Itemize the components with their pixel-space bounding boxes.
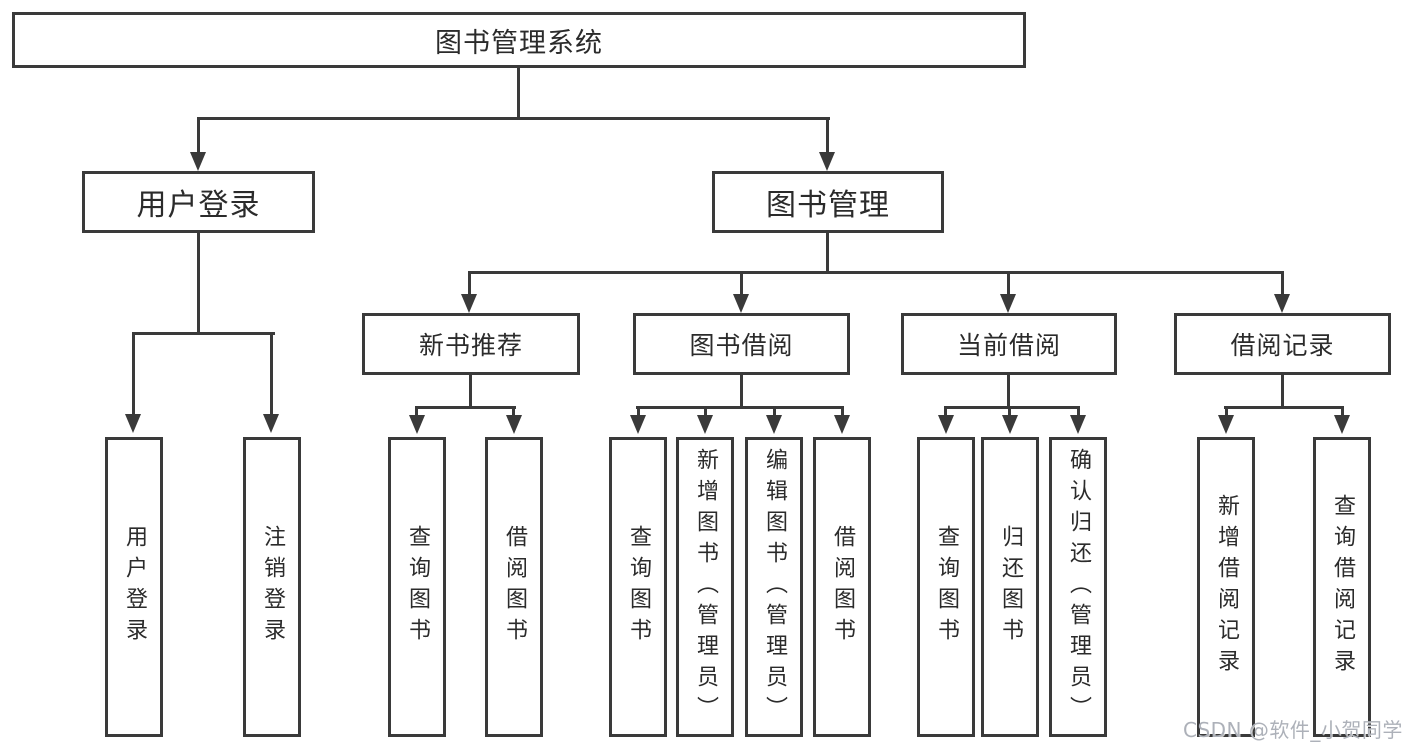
arrowhead-leaf-query-record-icon: [1334, 415, 1350, 434]
leaf-query-books-new-label: 查询图书: [405, 525, 430, 649]
leaf-logout: 注销登录: [243, 437, 301, 737]
edge-to-leaf-confirm-return: [1077, 406, 1080, 417]
leaf-return-book: 归还图书: [981, 437, 1039, 737]
arrowhead-leaf-borrow-books-1-icon: [506, 415, 522, 434]
arrowhead-leaf-query-books-2-icon: [630, 415, 646, 434]
edge-to-user-login: [197, 117, 200, 155]
arrowhead-book-borrow-icon: [733, 294, 749, 313]
edge-to-leaf-query-record: [1341, 406, 1344, 417]
leaf-add-book-admin-label: 新增图书（管理员）: [693, 447, 718, 727]
leaf-borrow-books-borrow-label: 借阅图书: [830, 525, 855, 649]
arrowhead-leaf-user-login-icon: [125, 414, 141, 433]
csdn-watermark: CSDN @软件_小贺同学: [1183, 718, 1403, 742]
leaf-borrow-books-new-label: 借阅图书: [502, 525, 527, 649]
edge-to-leaf-query-books-2: [637, 406, 640, 417]
leaf-logout-label: 注销登录: [260, 525, 285, 649]
leaf-add-borrow-record: 新增借阅记录: [1197, 437, 1255, 737]
arrowhead-book-mgmt-icon: [819, 152, 835, 171]
leaf-borrow-books-borrow: 借阅图书: [813, 437, 871, 737]
leaf-query-books-borrow-label: 查询图书: [626, 525, 651, 649]
edge-to-leaf-edit-book: [773, 406, 776, 417]
edge-user-login-split: [132, 332, 275, 335]
arrowhead-user-login-icon: [190, 152, 206, 171]
edge-to-leaf-borrow-books-1: [512, 406, 515, 417]
edge-to-new-books: [468, 271, 471, 297]
node-library-management-system: 图书管理系统: [12, 12, 1026, 68]
edge-borrow-records-split: [1224, 406, 1344, 409]
leaf-confirm-return-admin-label: 确认归还（管理员）: [1066, 447, 1091, 727]
edge-root-trunk: [517, 68, 520, 120]
leaf-borrow-books-new: 借阅图书: [485, 437, 543, 737]
edge-to-leaf-query-books-3: [944, 406, 947, 417]
edge-book-mgmt-split: [468, 271, 1284, 274]
edge-root-split: [197, 117, 830, 120]
edge-user-login-stub: [197, 233, 200, 335]
edge-book-mgmt-stub: [826, 233, 829, 273]
node-book-borrowing: 图书借阅: [633, 313, 850, 375]
edge-to-current-borrow: [1007, 271, 1010, 297]
node-borrowing-records: 借阅记录: [1174, 313, 1391, 375]
edge-to-book-mgmt: [826, 117, 829, 155]
edge-current-borrow-stub: [1007, 375, 1010, 408]
leaf-add-borrow-record-label: 新增借阅记录: [1214, 494, 1239, 680]
arrowhead-current-borrow-icon: [1000, 294, 1016, 313]
edge-to-leaf-return-book: [1008, 406, 1011, 417]
leaf-edit-book-admin: 编辑图书（管理员）: [745, 437, 803, 737]
edge-to-leaf-add-record: [1225, 406, 1228, 417]
arrowhead-borrow-records-icon: [1274, 294, 1290, 313]
leaf-query-books-current: 查询图书: [917, 437, 975, 737]
arrowhead-leaf-confirm-return-icon: [1070, 415, 1086, 434]
edge-current-borrow-split: [944, 406, 1080, 409]
edge-new-books-stub: [469, 375, 472, 408]
edge-borrow-records-stub: [1281, 375, 1284, 408]
node-current-borrowing: 当前借阅: [901, 313, 1117, 375]
leaf-confirm-return-admin: 确认归还（管理员）: [1049, 437, 1107, 737]
leaf-user-login-label: 用户登录: [122, 525, 147, 649]
edge-to-leaf-logout: [270, 332, 273, 416]
arrowhead-leaf-add-book-icon: [697, 415, 713, 434]
leaf-edit-book-admin-label: 编辑图书（管理员）: [762, 447, 787, 727]
edge-to-borrow-records: [1281, 271, 1284, 297]
leaf-add-book-admin: 新增图书（管理员）: [676, 437, 734, 737]
arrowhead-leaf-logout-icon: [263, 414, 279, 433]
node-user-login: 用户登录: [82, 171, 315, 233]
arrowhead-new-books-icon: [461, 294, 477, 313]
edge-to-leaf-borrow-books-2: [841, 406, 844, 417]
node-book-management: 图书管理: [712, 171, 944, 233]
node-new-book-recommend: 新书推荐: [362, 313, 580, 375]
leaf-return-book-label: 归还图书: [998, 525, 1023, 649]
edge-to-leaf-add-book: [704, 406, 707, 417]
arrowhead-leaf-query-books-1-icon: [409, 415, 425, 434]
arrowhead-leaf-add-record-icon: [1218, 415, 1234, 434]
edge-book-borrow-split: [636, 406, 844, 409]
edge-to-leaf-user-login: [132, 332, 135, 416]
leaf-query-borrow-record-label: 查询借阅记录: [1330, 494, 1355, 680]
leaf-query-books-current-label: 查询图书: [934, 525, 959, 649]
arrowhead-leaf-query-books-3-icon: [938, 415, 954, 434]
arrowhead-leaf-return-book-icon: [1002, 415, 1018, 434]
edge-to-book-borrow: [740, 271, 743, 297]
arrowhead-leaf-edit-book-icon: [766, 415, 782, 434]
leaf-user-login: 用户登录: [105, 437, 163, 737]
leaf-query-books-borrow: 查询图书: [609, 437, 667, 737]
leaf-query-books-new: 查询图书: [388, 437, 446, 737]
arrowhead-leaf-borrow-books-2-icon: [834, 415, 850, 434]
leaf-query-borrow-record: 查询借阅记录: [1313, 437, 1371, 737]
edge-new-books-split: [415, 406, 516, 409]
edge-to-leaf-query-books-1: [415, 406, 418, 417]
edge-book-borrow-stub: [740, 375, 743, 408]
